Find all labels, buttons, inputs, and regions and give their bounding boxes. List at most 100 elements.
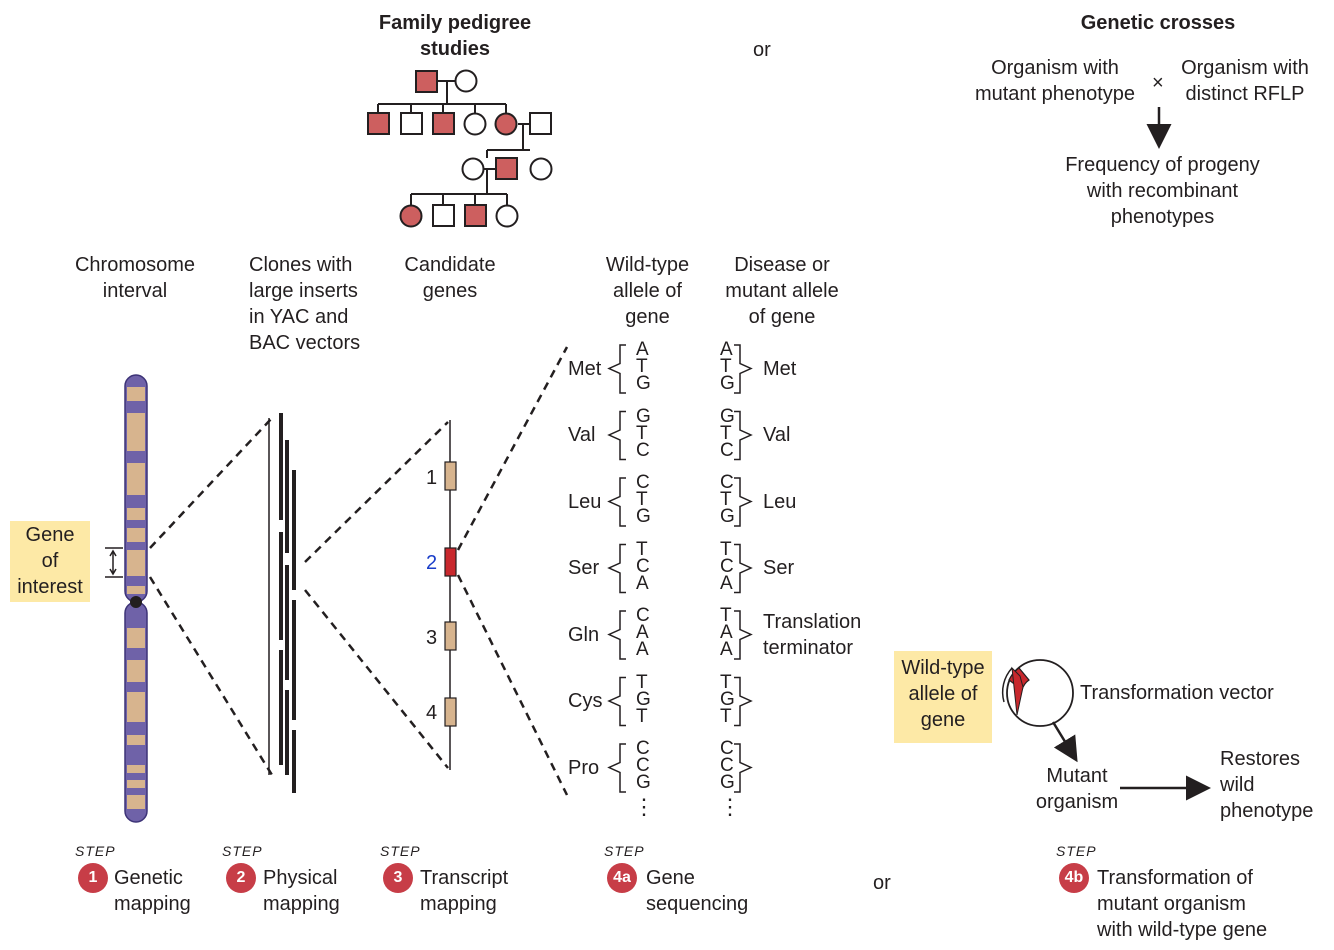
interval-marker [105, 547, 123, 578]
header-line: gene [625, 306, 670, 328]
step-text: Transcript mapping [420, 865, 508, 917]
mut-base: C [720, 555, 734, 577]
pedigree-affected-male [495, 157, 518, 180]
mut-codon-brace [734, 477, 753, 527]
mutant-organism-line: organism [1035, 791, 1119, 813]
step-text: Gene sequencing [646, 865, 748, 917]
transformation-vector-label: Transformation vector [1080, 682, 1274, 704]
wt-base: G [636, 772, 651, 793]
mut-base: T [720, 538, 732, 560]
wt-codon-brace [607, 344, 626, 394]
mut-base: A [720, 572, 733, 594]
mut-amino-acid: Ser [763, 557, 795, 579]
mut-base: T [720, 705, 732, 727]
step-number-badge: 2 [226, 863, 256, 893]
cross-result-line: Frequency of progeny [1065, 154, 1260, 176]
wt-base: A [636, 622, 649, 643]
candidate-number-4: 4 [426, 702, 438, 724]
step-label: STEP [75, 843, 116, 859]
header-line: BAC vectors [249, 332, 361, 354]
pedigree-female [461, 157, 485, 181]
centromere [130, 596, 142, 608]
wt-base: A [636, 639, 649, 660]
pedigree-title-line: studies [419, 38, 491, 60]
cross-left-line: mutant phenotype [974, 83, 1136, 105]
mut-base: G [720, 373, 735, 394]
wt-codon-brace [607, 610, 626, 660]
step-text-line: Genetic [114, 867, 183, 889]
pedigree-affected-male [415, 70, 438, 93]
wt-base: C [636, 472, 650, 493]
mut-base: T [720, 671, 732, 693]
mut-amino-acid: Leu [763, 490, 797, 513]
mut-base: A [720, 622, 733, 643]
candidate-number-2: 2 [426, 552, 438, 574]
wt-base: C [636, 605, 650, 626]
header-line: Clones with [249, 254, 353, 276]
mut-base: C [720, 755, 734, 776]
mut-base: C [720, 439, 734, 461]
wt-base: G [636, 405, 651, 427]
header-candidate-genes: Candidate genes [390, 252, 510, 304]
cross-right-parent: Organism with distinct RFLP [1170, 55, 1320, 107]
mut-base: A [720, 639, 733, 660]
wt-base: T [636, 538, 648, 560]
mut-amino-acid: Translation [763, 610, 862, 633]
step-label: STEP [222, 843, 263, 859]
wt-allele-line: allele of [908, 683, 978, 705]
cross-left-parent: Organism with mutant phenotype [965, 55, 1145, 107]
header-line: Disease or [734, 254, 830, 276]
header-line: mutant allele [725, 280, 839, 302]
wt-base: T [636, 489, 648, 510]
zoom-lines [148, 346, 569, 796]
mut-codon-brace [734, 743, 753, 793]
gene-of-interest-line: interest [17, 576, 83, 598]
step-text-line: Gene [646, 867, 695, 889]
gene-of-interest-line: of [41, 550, 59, 572]
header-line: genes [422, 280, 478, 302]
mut-base: C [720, 738, 734, 759]
restores-line: wild [1220, 774, 1255, 796]
mutant-organism-label: Mutant organism [1022, 763, 1132, 815]
mut-amino-acid: terminator [763, 636, 854, 659]
step-label: STEP [380, 843, 421, 859]
wt-codon-brace [607, 743, 626, 793]
wt-codon-brace [607, 477, 626, 527]
step-text-line: mutant organism [1097, 893, 1246, 915]
pedigree-affected-male [432, 112, 455, 135]
wt-amino-acid: Val [568, 424, 596, 446]
wt-base: C [636, 555, 650, 577]
wt-amino-acid: Met [568, 357, 602, 380]
clone-contig [268, 413, 296, 793]
wt-base: G [636, 373, 651, 394]
mut-codon-brace [734, 676, 753, 727]
candidate-gene-1 [444, 461, 457, 491]
vector-arrow [1051, 721, 1078, 763]
pedigree-chart [367, 69, 553, 228]
header-line: in YAC and [249, 306, 349, 328]
wt-amino-acid: Ser [568, 557, 600, 579]
step-text: Transformation of mutant organism with w… [1097, 865, 1267, 943]
mut-ellipsis: ⋮ [719, 794, 741, 819]
wt-amino-acid: Pro [568, 756, 600, 779]
mut-base: T [720, 489, 732, 510]
wt-base: C [636, 755, 650, 776]
header-chromosome-interval: Chromosome interval [55, 252, 215, 304]
wt-codon-brace [607, 676, 626, 727]
header-clones: Clones with large inserts in YAC and BAC… [249, 252, 360, 356]
pedigree-affected-male [464, 204, 487, 227]
mut-codon-brace [734, 543, 753, 594]
header-line: of gene [748, 306, 816, 328]
crosses-title: Genetic crosses [1080, 12, 1236, 34]
chromosome [124, 374, 148, 823]
candidate-number-1: 1 [426, 467, 438, 489]
wt-base: C [636, 738, 650, 759]
header-line: Chromosome [74, 254, 196, 276]
step-number-badge: 3 [383, 863, 413, 893]
cross-left-line: Organism with [991, 57, 1119, 79]
header-mutant-allele: Disease or mutant allele of gene [712, 252, 852, 330]
restores-phenotype-label: Restores wild phenotype [1220, 746, 1313, 824]
or-bottom: or [873, 872, 891, 894]
wt-base: T [636, 422, 648, 444]
